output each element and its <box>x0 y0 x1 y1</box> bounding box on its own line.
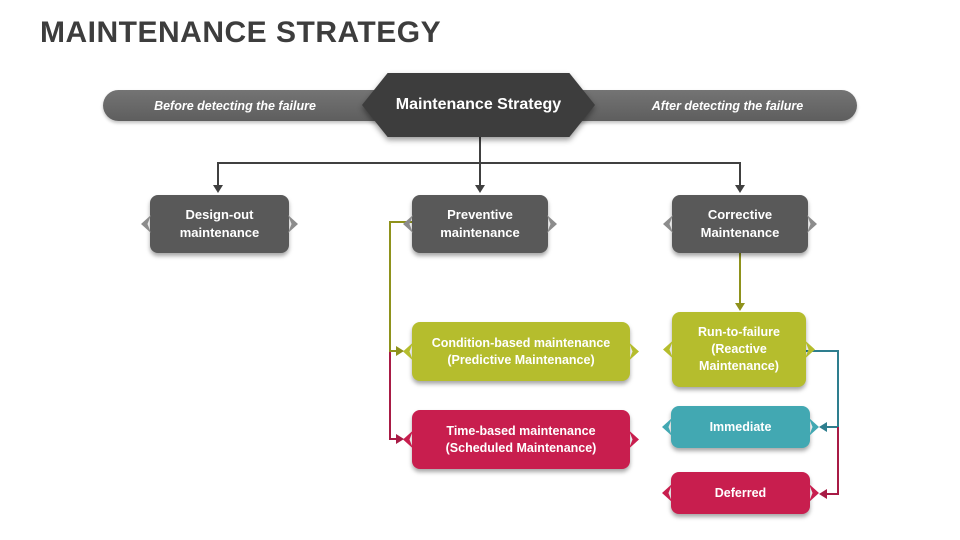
node-corrective-maintenance: Corrective Maintenance <box>663 195 817 253</box>
side-tab-icon <box>141 215 151 233</box>
node-time-based-maintenance: Time-based maintenance (Scheduled Mainte… <box>403 410 639 469</box>
side-tab-icon <box>629 430 639 449</box>
node-label: Immediate <box>709 419 772 434</box>
connector-crimson-shaft-left <box>389 438 398 440</box>
banner-label-before: Before detecting the failure <box>154 98 316 113</box>
node-label: Deferred <box>714 485 767 500</box>
node-run-to-failure: Run-to-failure (Reactive Maintenance) <box>663 312 815 387</box>
connector-root-vertical <box>479 137 481 163</box>
node-deferred: Deferred <box>662 472 819 514</box>
connector-preventive-left <box>389 221 413 223</box>
connector-crimson-shaft-right <box>827 493 839 495</box>
connector-crimson-vertical-right <box>837 427 839 494</box>
root-node-maintenance-strategy: Maintenance Strategy <box>362 73 595 137</box>
page-title: MAINTENANCE STRATEGY <box>40 16 442 49</box>
connector-corrective-down <box>739 253 741 304</box>
node-label: Preventive maintenance <box>440 207 520 240</box>
node-design-out-maintenance: Design-out maintenance <box>141 195 298 253</box>
side-tab-icon <box>809 484 819 502</box>
side-tab-icon <box>663 215 673 233</box>
connector-stub-preventive <box>479 162 481 186</box>
arrowhead-down-design-out <box>213 185 223 193</box>
connector-olive-shaft <box>389 350 398 352</box>
arrowhead-right-condition-based <box>396 346 404 356</box>
node-label: Run-to-failure (Reactive Maintenance) <box>698 325 780 373</box>
connector-stub-corrective <box>739 162 741 186</box>
hexagon-shape: Maintenance Strategy <box>362 73 595 137</box>
connector-teal-vertical <box>837 350 839 427</box>
side-tab-icon <box>662 484 672 502</box>
arrowhead-down-run-to-failure <box>735 303 745 311</box>
side-tab-icon <box>807 215 817 233</box>
side-tab-icon <box>809 418 819 436</box>
side-tab-icon <box>403 215 413 233</box>
arrowhead-left-immediate <box>819 422 827 432</box>
root-node-label: Maintenance Strategy <box>395 96 562 113</box>
arrowhead-left-deferred <box>819 489 827 499</box>
side-tab-icon <box>403 430 413 449</box>
node-label: Design-out maintenance <box>179 207 260 240</box>
side-tab-icon <box>288 215 298 233</box>
banner-label-after: After detecting the failure <box>651 98 804 113</box>
side-tab-icon <box>629 342 639 361</box>
side-tab-icon <box>403 342 413 361</box>
node-preventive-maintenance: Preventive maintenance <box>403 195 557 253</box>
arrowhead-down-preventive <box>475 185 485 193</box>
arrowhead-right-time-based <box>396 434 404 444</box>
node-label: Corrective Maintenance <box>700 207 780 240</box>
connector-run-to-failure-right <box>805 350 839 352</box>
node-label: Condition-based maintenance (Predictive … <box>431 335 611 367</box>
side-tab-icon <box>663 340 673 359</box>
side-tab-icon <box>547 215 557 233</box>
arrowhead-down-corrective <box>735 185 745 193</box>
connector-olive-vertical <box>389 221 391 352</box>
node-label: Time-based maintenance (Scheduled Mainte… <box>445 423 597 455</box>
connector-stub-design-out <box>217 162 219 186</box>
side-tab-icon <box>805 340 815 359</box>
connector-crimson-vertical-left <box>389 352 391 439</box>
node-immediate: Immediate <box>662 406 819 448</box>
connector-teal-shaft <box>827 426 839 428</box>
node-condition-based-maintenance: Condition-based maintenance (Predictive … <box>403 322 639 381</box>
side-tab-icon <box>662 418 672 436</box>
